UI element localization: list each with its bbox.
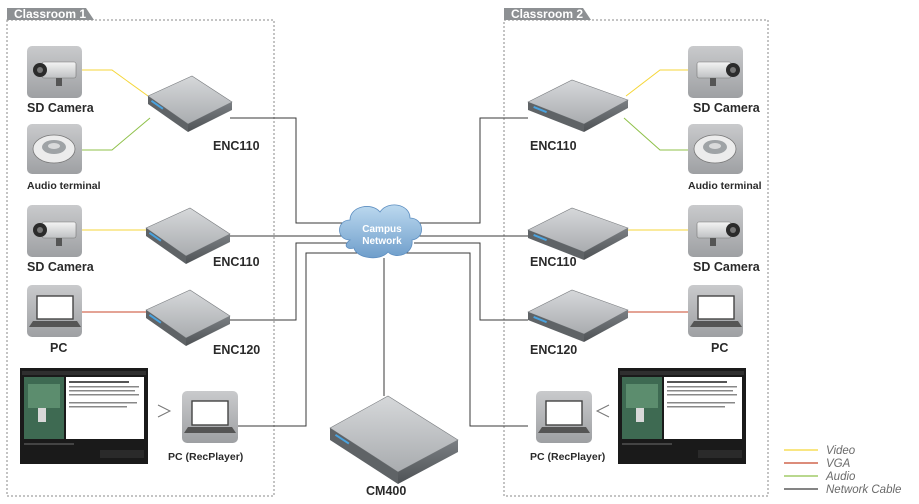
legend-label-network: Network Cable xyxy=(826,484,901,496)
encoder-enc120-1 xyxy=(145,289,231,346)
cable-enc110-2a xyxy=(412,117,528,224)
cloud-line-2: Network xyxy=(362,236,402,247)
video-cable-cam-1a xyxy=(82,69,149,97)
audio-cable-terminal-1 xyxy=(82,117,151,151)
label-pc-1: PC xyxy=(50,341,67,355)
arrow-screen-to-pc-2 xyxy=(595,404,610,418)
label-sd-camera-1a: SD Camera xyxy=(27,101,95,115)
arrow-screen-to-pc-1 xyxy=(157,404,172,418)
encoder-enc120-2 xyxy=(527,289,629,342)
cable-enc120-2 xyxy=(414,242,528,321)
label-pc-recplayer-2: PC (RecPlayer) xyxy=(530,451,605,463)
label-sd-camera-2a: SD Camera xyxy=(693,101,761,115)
label-pc-recplayer-1: PC (RecPlayer) xyxy=(168,451,243,463)
recplayer-screen-1 xyxy=(20,368,148,464)
network-cables xyxy=(230,117,528,427)
label-audio-terminal-2: Audio terminal xyxy=(688,180,762,192)
audio-cable-terminal-2 xyxy=(623,117,688,151)
label-enc110-2a: ENC110 xyxy=(530,139,577,153)
pc-recplayer-2 xyxy=(536,391,592,443)
cloud-line-1: Campus xyxy=(362,224,402,235)
label-cm400: CM400 xyxy=(366,484,406,498)
classroom-2-frame xyxy=(503,19,769,497)
pc-recplayer-1 xyxy=(182,391,238,443)
label-enc110-1a: ENC110 xyxy=(213,139,260,153)
classroom-2-tab xyxy=(504,8,591,20)
label-pc-2: PC xyxy=(711,341,728,355)
audio-terminal-2 xyxy=(688,124,743,174)
classroom-1-tab xyxy=(7,8,94,20)
classroom-1-title: Classroom 1 xyxy=(14,7,86,21)
sd-camera-1a xyxy=(27,46,82,98)
sd-camera-2a xyxy=(688,46,743,98)
cable-enc110-1a xyxy=(230,117,352,224)
encoder-enc110-1b xyxy=(145,207,231,264)
campus-network-cloud: Campus Network xyxy=(339,204,422,259)
classroom-2-title: Classroom 2 xyxy=(511,7,583,21)
label-audio-terminal-1: Audio terminal xyxy=(27,180,101,192)
legend: Video VGA Audio Network Cable xyxy=(784,445,901,496)
encoder-enc110-1a xyxy=(147,75,233,132)
cable-recplayer-2 xyxy=(406,252,528,427)
pc-1 xyxy=(27,285,82,337)
signal-cables xyxy=(82,69,688,313)
sd-camera-2b xyxy=(688,205,743,257)
label-enc120-1: ENC120 xyxy=(213,343,260,357)
legend-label-vga: VGA xyxy=(826,458,851,470)
audio-terminal-1 xyxy=(27,124,82,174)
pc-2 xyxy=(688,285,743,337)
server-cm400 xyxy=(329,395,459,484)
label-enc120-2: ENC120 xyxy=(530,343,577,357)
video-cable-cam-2a xyxy=(625,69,688,97)
encoder-enc110-2b xyxy=(527,207,629,260)
label-sd-camera-1b: SD Camera xyxy=(27,260,95,274)
label-sd-camera-2b: SD Camera xyxy=(693,260,761,274)
label-enc110-2b: ENC110 xyxy=(530,255,577,269)
recplayer-screen-2 xyxy=(618,368,746,464)
sd-camera-1b xyxy=(27,205,82,257)
classroom-1-frame xyxy=(6,19,275,497)
cable-enc120-1 xyxy=(230,242,350,321)
encoder-enc110-2a xyxy=(527,79,629,132)
cable-recplayer-1 xyxy=(238,252,358,427)
legend-label-audio: Audio xyxy=(825,471,856,483)
legend-label-video: Video xyxy=(826,445,856,457)
label-enc110-1b: ENC110 xyxy=(213,255,260,269)
